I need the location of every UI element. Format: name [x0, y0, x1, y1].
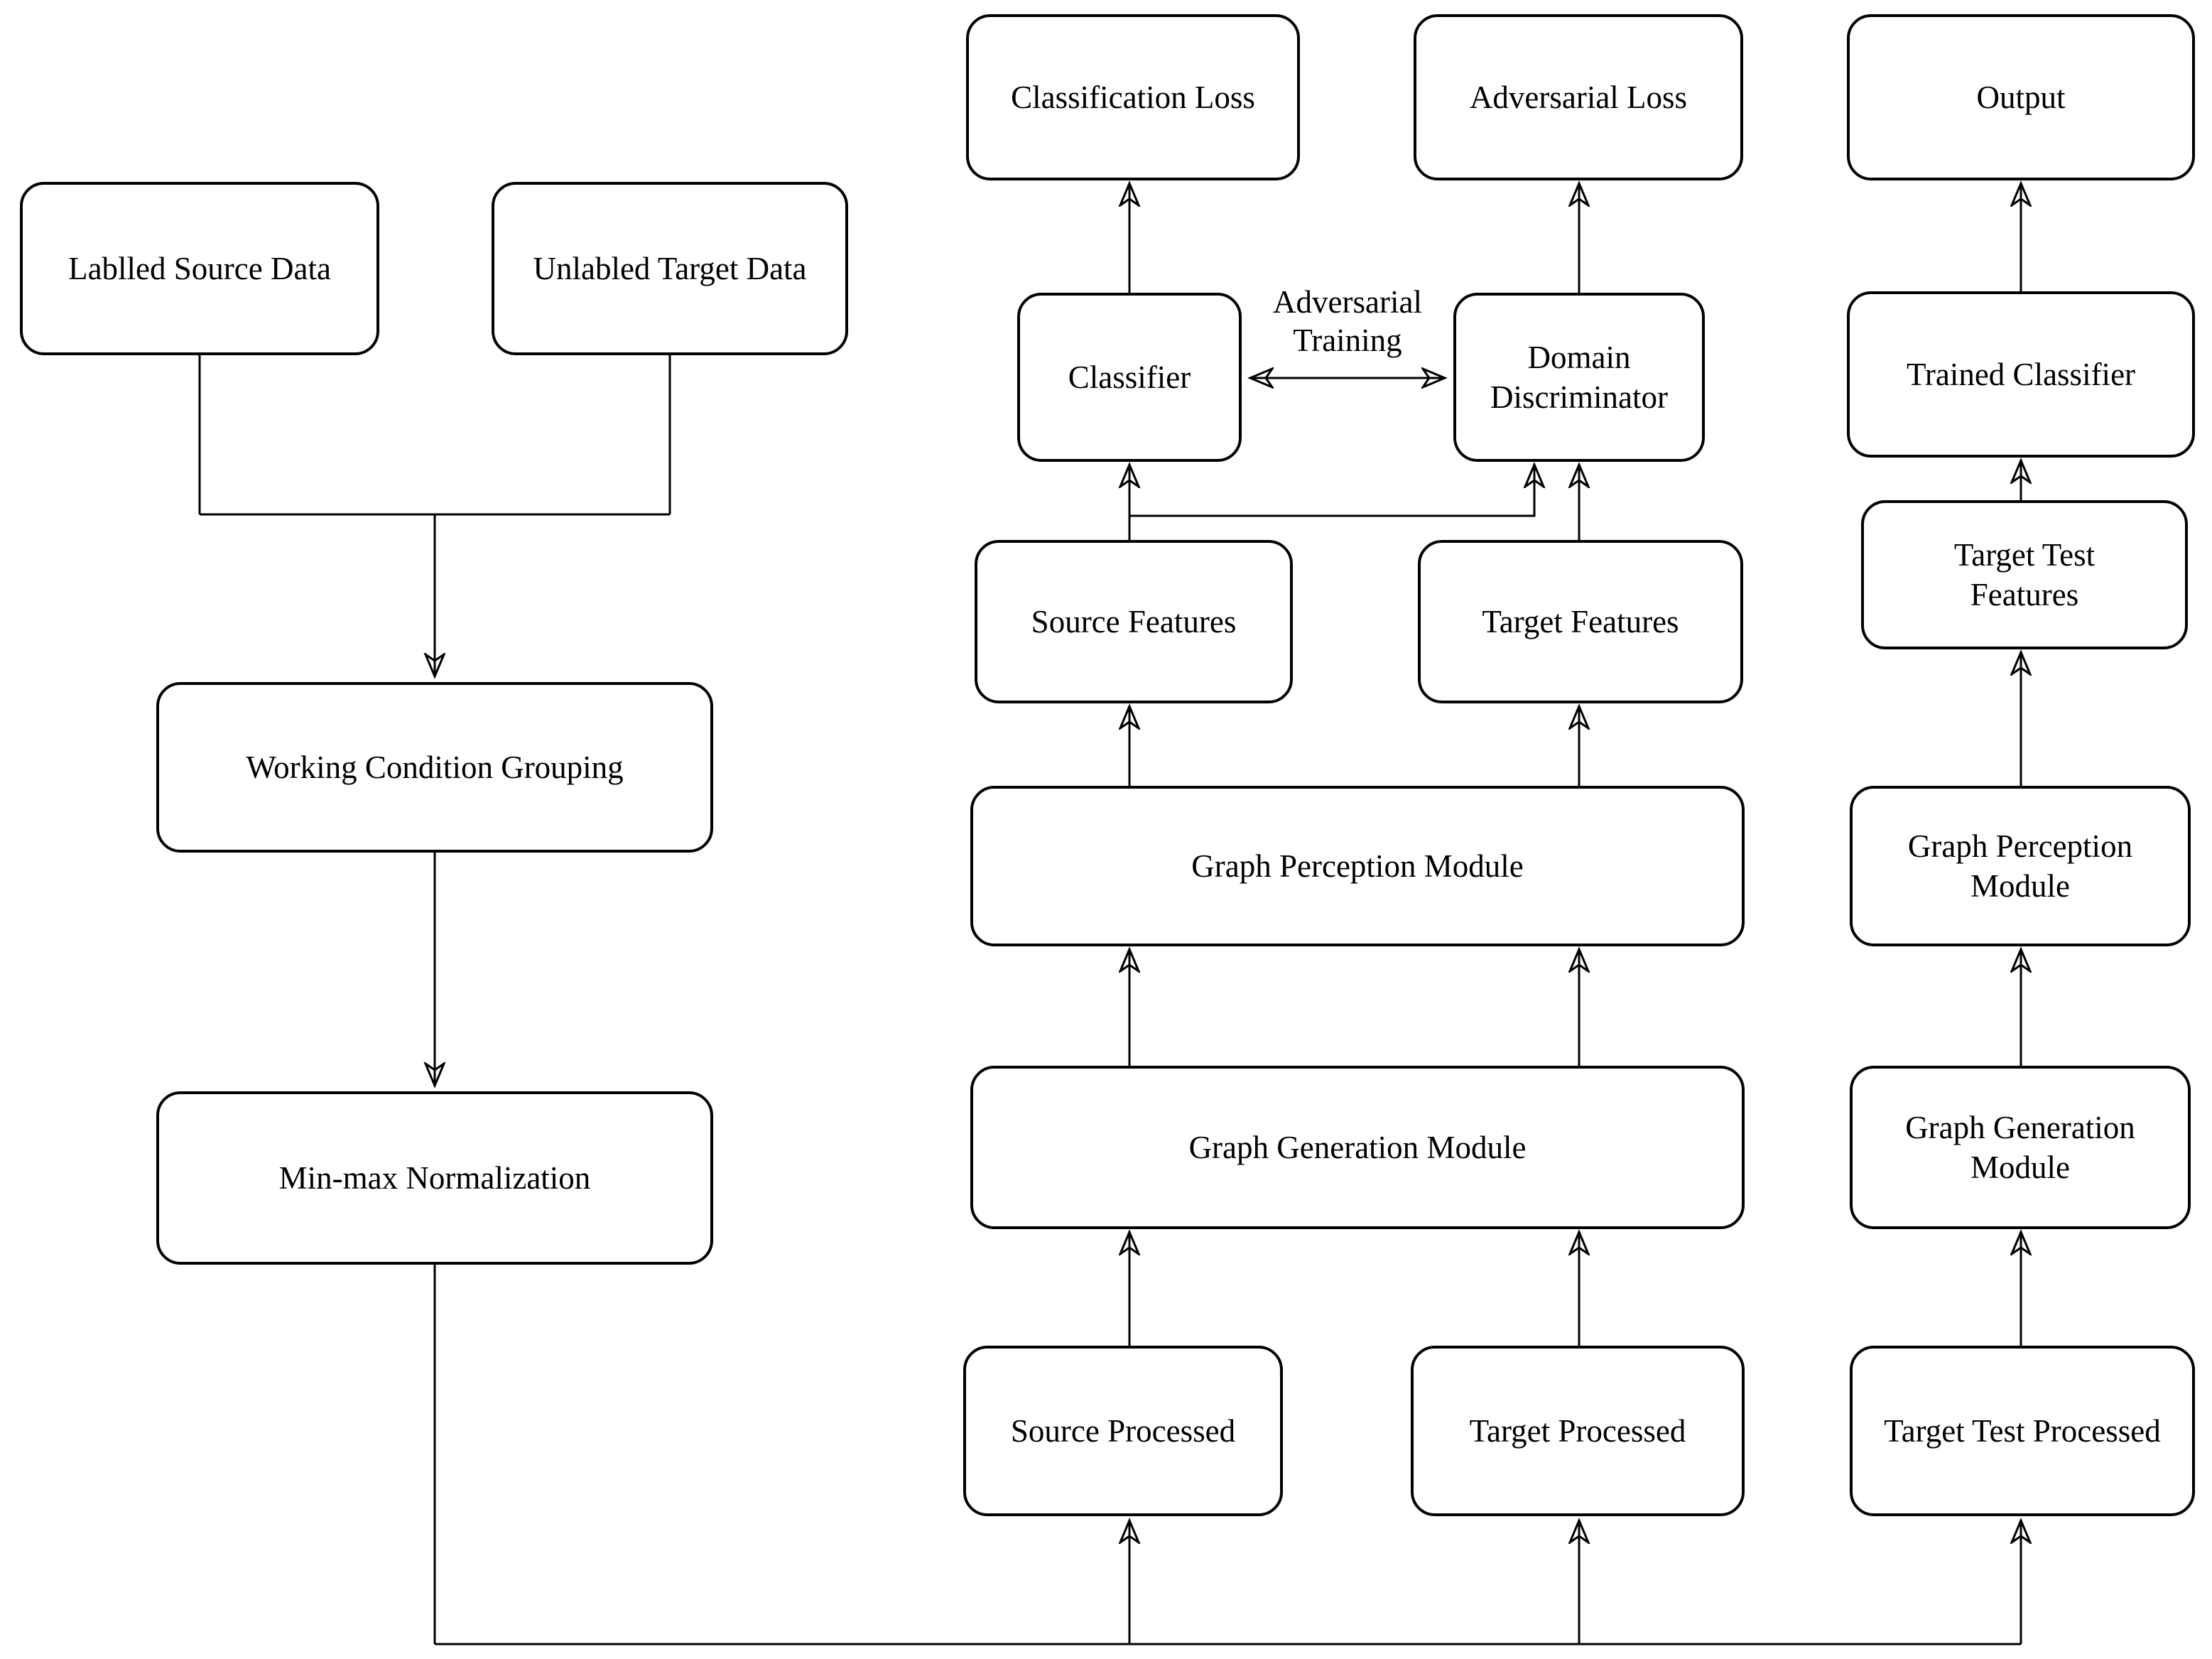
node-trained-classifier-label: Trained Classifier: [1906, 356, 2136, 392]
edge-source-features-to-discriminator: [1129, 465, 1534, 517]
node-target-features-label: Target Features: [1482, 603, 1679, 639]
node-target-features: Target Features: [1418, 540, 1743, 703]
node-target-processed-label: Target Processed: [1469, 1412, 1686, 1449]
node-output: Output: [1847, 14, 2195, 180]
node-source-processed: Source Processed: [963, 1346, 1283, 1516]
node-graph-perception-module-main: Graph Perception Module: [970, 786, 1745, 946]
node-classification-loss-label: Classification Loss: [1011, 79, 1255, 115]
node-min-max-normalization-label: Min-max Normalization: [278, 1160, 591, 1196]
node-source-features: Source Features: [975, 540, 1293, 703]
node-graph-generation-module-test: Graph Generation Module: [1850, 1066, 2191, 1229]
node-target-test-features-label: Target Test Features: [1953, 536, 2096, 612]
node-working-condition-grouping: Working Condition Grouping: [156, 682, 713, 853]
node-graph-generation-module-main: Graph Generation Module: [970, 1066, 1745, 1229]
node-classification-loss: Classification Loss: [966, 14, 1300, 180]
node-target-processed: Target Processed: [1411, 1346, 1745, 1516]
node-adversarial-loss-label: Adversarial Loss: [1469, 79, 1688, 115]
node-min-max-normalization: Min-max Normalization: [156, 1091, 713, 1265]
node-target-test-processed: Target Test Processed: [1850, 1346, 2195, 1516]
node-adversarial-loss: Adversarial Loss: [1414, 14, 1743, 180]
node-target-test-features: Target Test Features: [1861, 500, 2188, 649]
node-classifier: Classifier: [1017, 293, 1242, 462]
node-trained-classifier: Trained Classifier: [1847, 291, 2195, 458]
node-graph-generation-module-test-label: Graph Generation Module: [1905, 1109, 2135, 1185]
node-domain-discriminator: Domain Discriminator: [1453, 293, 1705, 462]
node-source-features-label: Source Features: [1031, 603, 1237, 639]
node-target-test-processed-label: Target Test Processed: [1884, 1412, 2161, 1449]
node-source-processed-label: Source Processed: [1010, 1412, 1236, 1449]
node-graph-perception-module-test-label: Graph Perception Module: [1907, 828, 2133, 904]
node-output-label: Output: [1976, 79, 2066, 115]
node-graph-generation-module-main-label: Graph Generation Module: [1188, 1129, 1527, 1165]
node-domain-discriminator-label: Domain Discriminator: [1490, 339, 1668, 415]
node-unlabelled-target-data-label: Unlabled Target Data: [533, 250, 807, 286]
node-working-condition-grouping-label: Working Condition Grouping: [246, 749, 624, 785]
node-graph-perception-module-main-label: Graph Perception Module: [1191, 848, 1524, 884]
node-classifier-label: Classifier: [1068, 359, 1191, 395]
node-labelled-source-data-label: Lablled Source Data: [68, 250, 331, 286]
node-unlabelled-target-data: Unlabled Target Data: [492, 182, 848, 355]
node-labelled-source-data: Lablled Source Data: [20, 182, 379, 355]
node-graph-perception-module-test: Graph Perception Module: [1850, 786, 2191, 946]
adversarial-training-label: Adversarial Training: [1273, 284, 1422, 358]
